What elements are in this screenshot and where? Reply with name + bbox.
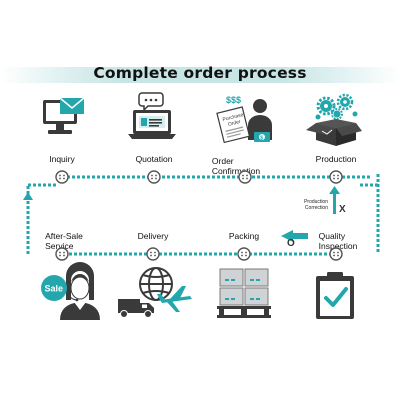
step-label-quality-inspection: Quality Inspection: [319, 221, 358, 261]
flow-arrow-up-icon: [23, 192, 33, 200]
page-title: Complete order process: [93, 64, 307, 82]
step-label-production: Production: [315, 154, 357, 164]
purchase-order-text: Purchase: [222, 112, 244, 123]
step-node-after-sale-service: [55, 247, 69, 261]
pallet-boxes-icon: [217, 268, 271, 318]
flow-path: [26, 174, 380, 256]
step-node-quality-inspection: [329, 247, 343, 261]
title-banner: [0, 67, 400, 83]
gears-box-icon: [306, 93, 362, 146]
email-computer-icon: [43, 97, 85, 134]
purchase-order-icon: $$$ Purchase Order $: [216, 95, 272, 144]
step-label-quotation: Quotation: [135, 154, 173, 164]
correction-bar: [333, 192, 336, 214]
production-correction-label: Production Correction: [284, 199, 328, 211]
step-label-delivery: Delivery: [137, 231, 169, 241]
pass-bar: [292, 233, 308, 239]
pass-mark: O: [287, 238, 295, 249]
globe-truck-plane-icon: [118, 267, 192, 318]
svg-text:$: $: [260, 135, 263, 141]
step-node-inquiry: [55, 170, 69, 184]
step-node-production: [329, 170, 343, 184]
dollar-signs-icon: $$$: [226, 95, 241, 105]
step-label-inquiry: Inquiry: [49, 154, 75, 164]
step-node-order-confirmation: [238, 170, 252, 184]
fail-mark: X: [339, 204, 346, 215]
step-node-delivery: [146, 247, 160, 261]
step-label-packing: Packing: [228, 231, 260, 241]
step-label-after-sale-service: After-Sale Service: [45, 221, 83, 261]
step-label-quality-inspection-text: Quality Inspection: [318, 231, 358, 251]
step-label-after-sale-service-text: After-Sale Service: [45, 231, 83, 251]
sale-agent-icon: Sale: [41, 262, 100, 320]
production-correction-text: Production Correction: [304, 199, 328, 211]
laptop-chat-icon: [128, 92, 176, 139]
production-correction-indicator: X O: [281, 186, 346, 249]
clipboard-check-icon: [316, 272, 354, 319]
pass-arrow-left-icon: [281, 230, 293, 242]
step-label-order-confirmation-text: Order Confirmation: [211, 156, 261, 176]
sale-badge-text: Sale: [45, 284, 64, 294]
svg-text:Order: Order: [227, 119, 241, 128]
step-label-order-confirmation: Order Confirmation: [212, 146, 260, 186]
step-node-packing: [237, 247, 251, 261]
step-node-quotation: [147, 170, 161, 184]
correction-arrow-up-icon: [329, 186, 340, 194]
